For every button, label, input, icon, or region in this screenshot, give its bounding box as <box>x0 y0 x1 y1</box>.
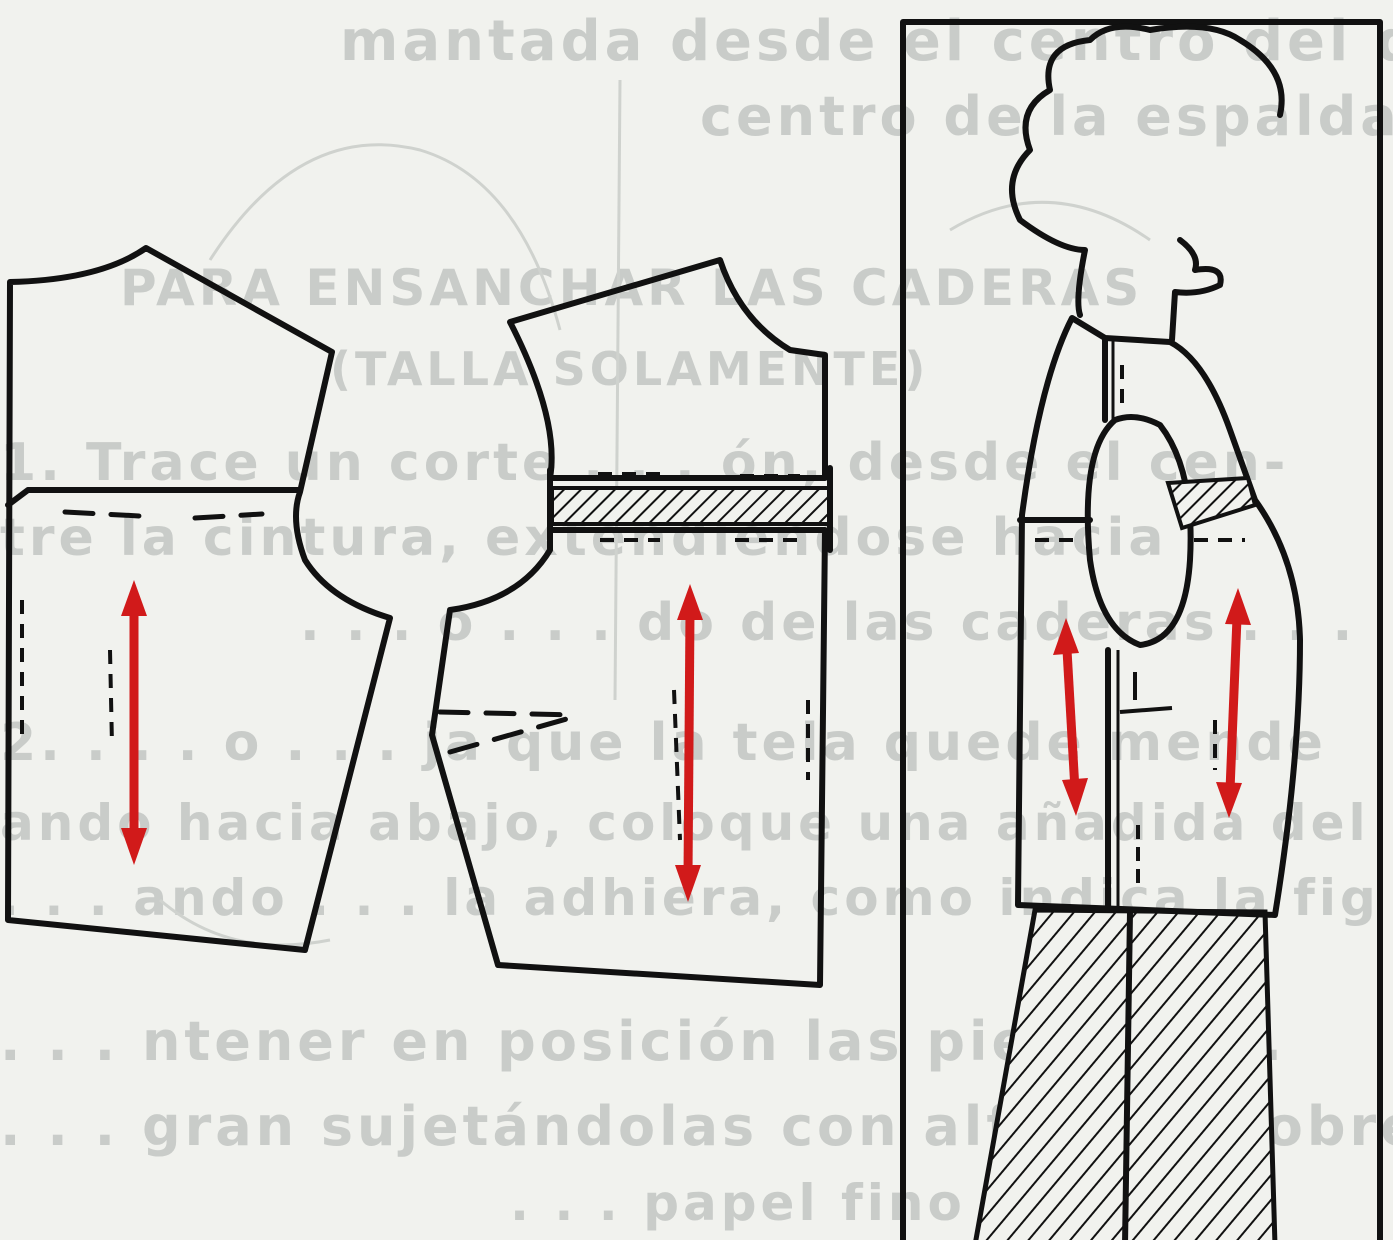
back-center-dash <box>110 650 112 745</box>
bleed-line-4: (TALLA SOLAMENTE) <box>330 342 929 396</box>
bleed-line-8: 2. . . . o . . . ja que la tela quede me… <box>0 713 1327 773</box>
bleed-line-7: . . . o . . . do de las caderas . . . <box>300 593 1356 653</box>
pin-icon <box>1120 672 1172 890</box>
figure-added-strip <box>1168 478 1255 528</box>
bleed-line-1: mantada desde el centro del delantero a <box>340 9 1393 74</box>
added-strip-hatched <box>552 488 830 524</box>
bleed-line-13: . . . papel fino <box>510 1174 966 1232</box>
figure-face <box>1172 240 1221 340</box>
bleed-line-5: 1. Trace un corte . . . ón, desde el cen… <box>0 433 1289 493</box>
back-yoke-cut-line <box>8 490 300 505</box>
